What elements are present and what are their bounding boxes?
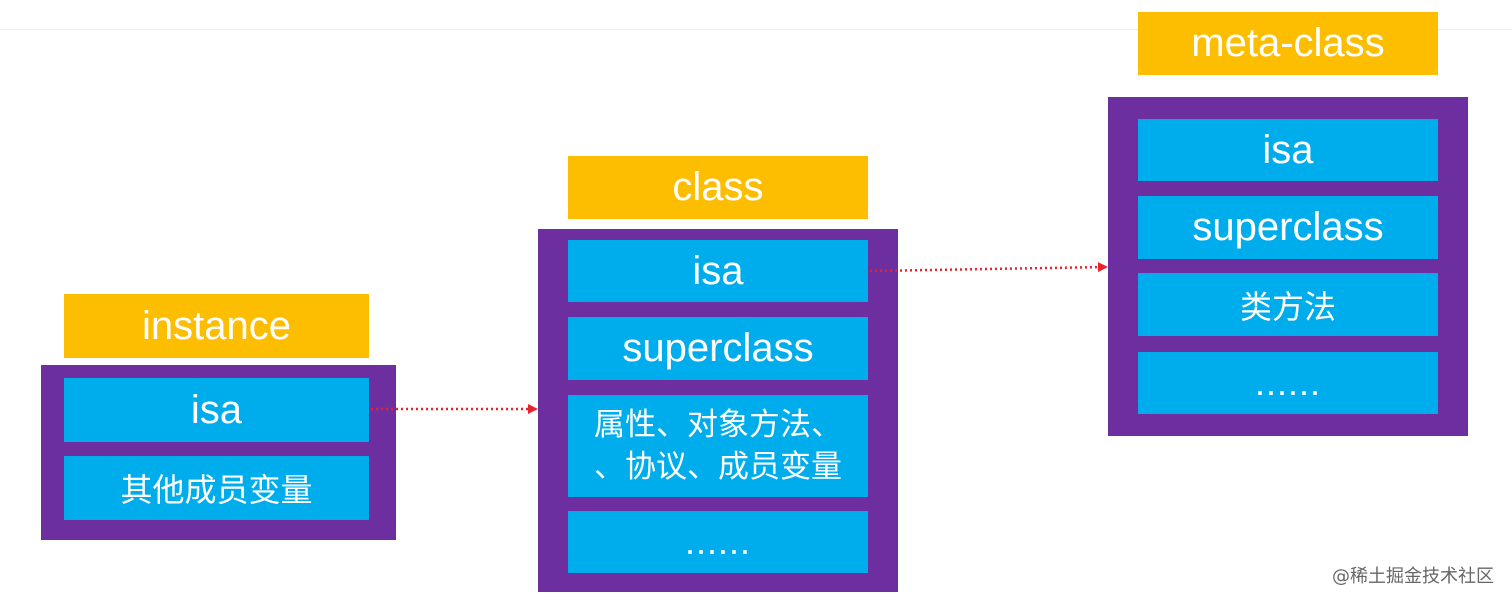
class-isa-field: isa	[568, 240, 868, 302]
class-more-field: ......	[568, 511, 868, 573]
class-methods-field: 属性、对象方法、 、协议、成员变量	[568, 395, 868, 497]
meta-class-isa-field: isa	[1138, 119, 1438, 181]
meta-class-more-field: ......	[1138, 352, 1438, 414]
class-superclass-field: superclass	[568, 317, 868, 380]
meta-class-class-methods-field: 类方法	[1138, 273, 1438, 336]
meta-class-title: meta-class	[1138, 12, 1438, 75]
instance-isa-field: isa	[64, 378, 369, 442]
class-to-meta-class-arrow	[869, 262, 1108, 273]
top-divider	[0, 29, 1512, 30]
instance-ivars-field: 其他成员变量	[64, 456, 369, 520]
class-methods-line-2: 、协议、成员变量	[594, 449, 842, 485]
watermark: @稀土掘金技术社区	[1332, 566, 1494, 587]
meta-class-superclass-field: superclass	[1138, 196, 1438, 259]
instance-title: instance	[64, 294, 369, 358]
class-title: class	[568, 156, 868, 219]
class-methods-line-1: 属性、对象方法、	[594, 407, 842, 443]
